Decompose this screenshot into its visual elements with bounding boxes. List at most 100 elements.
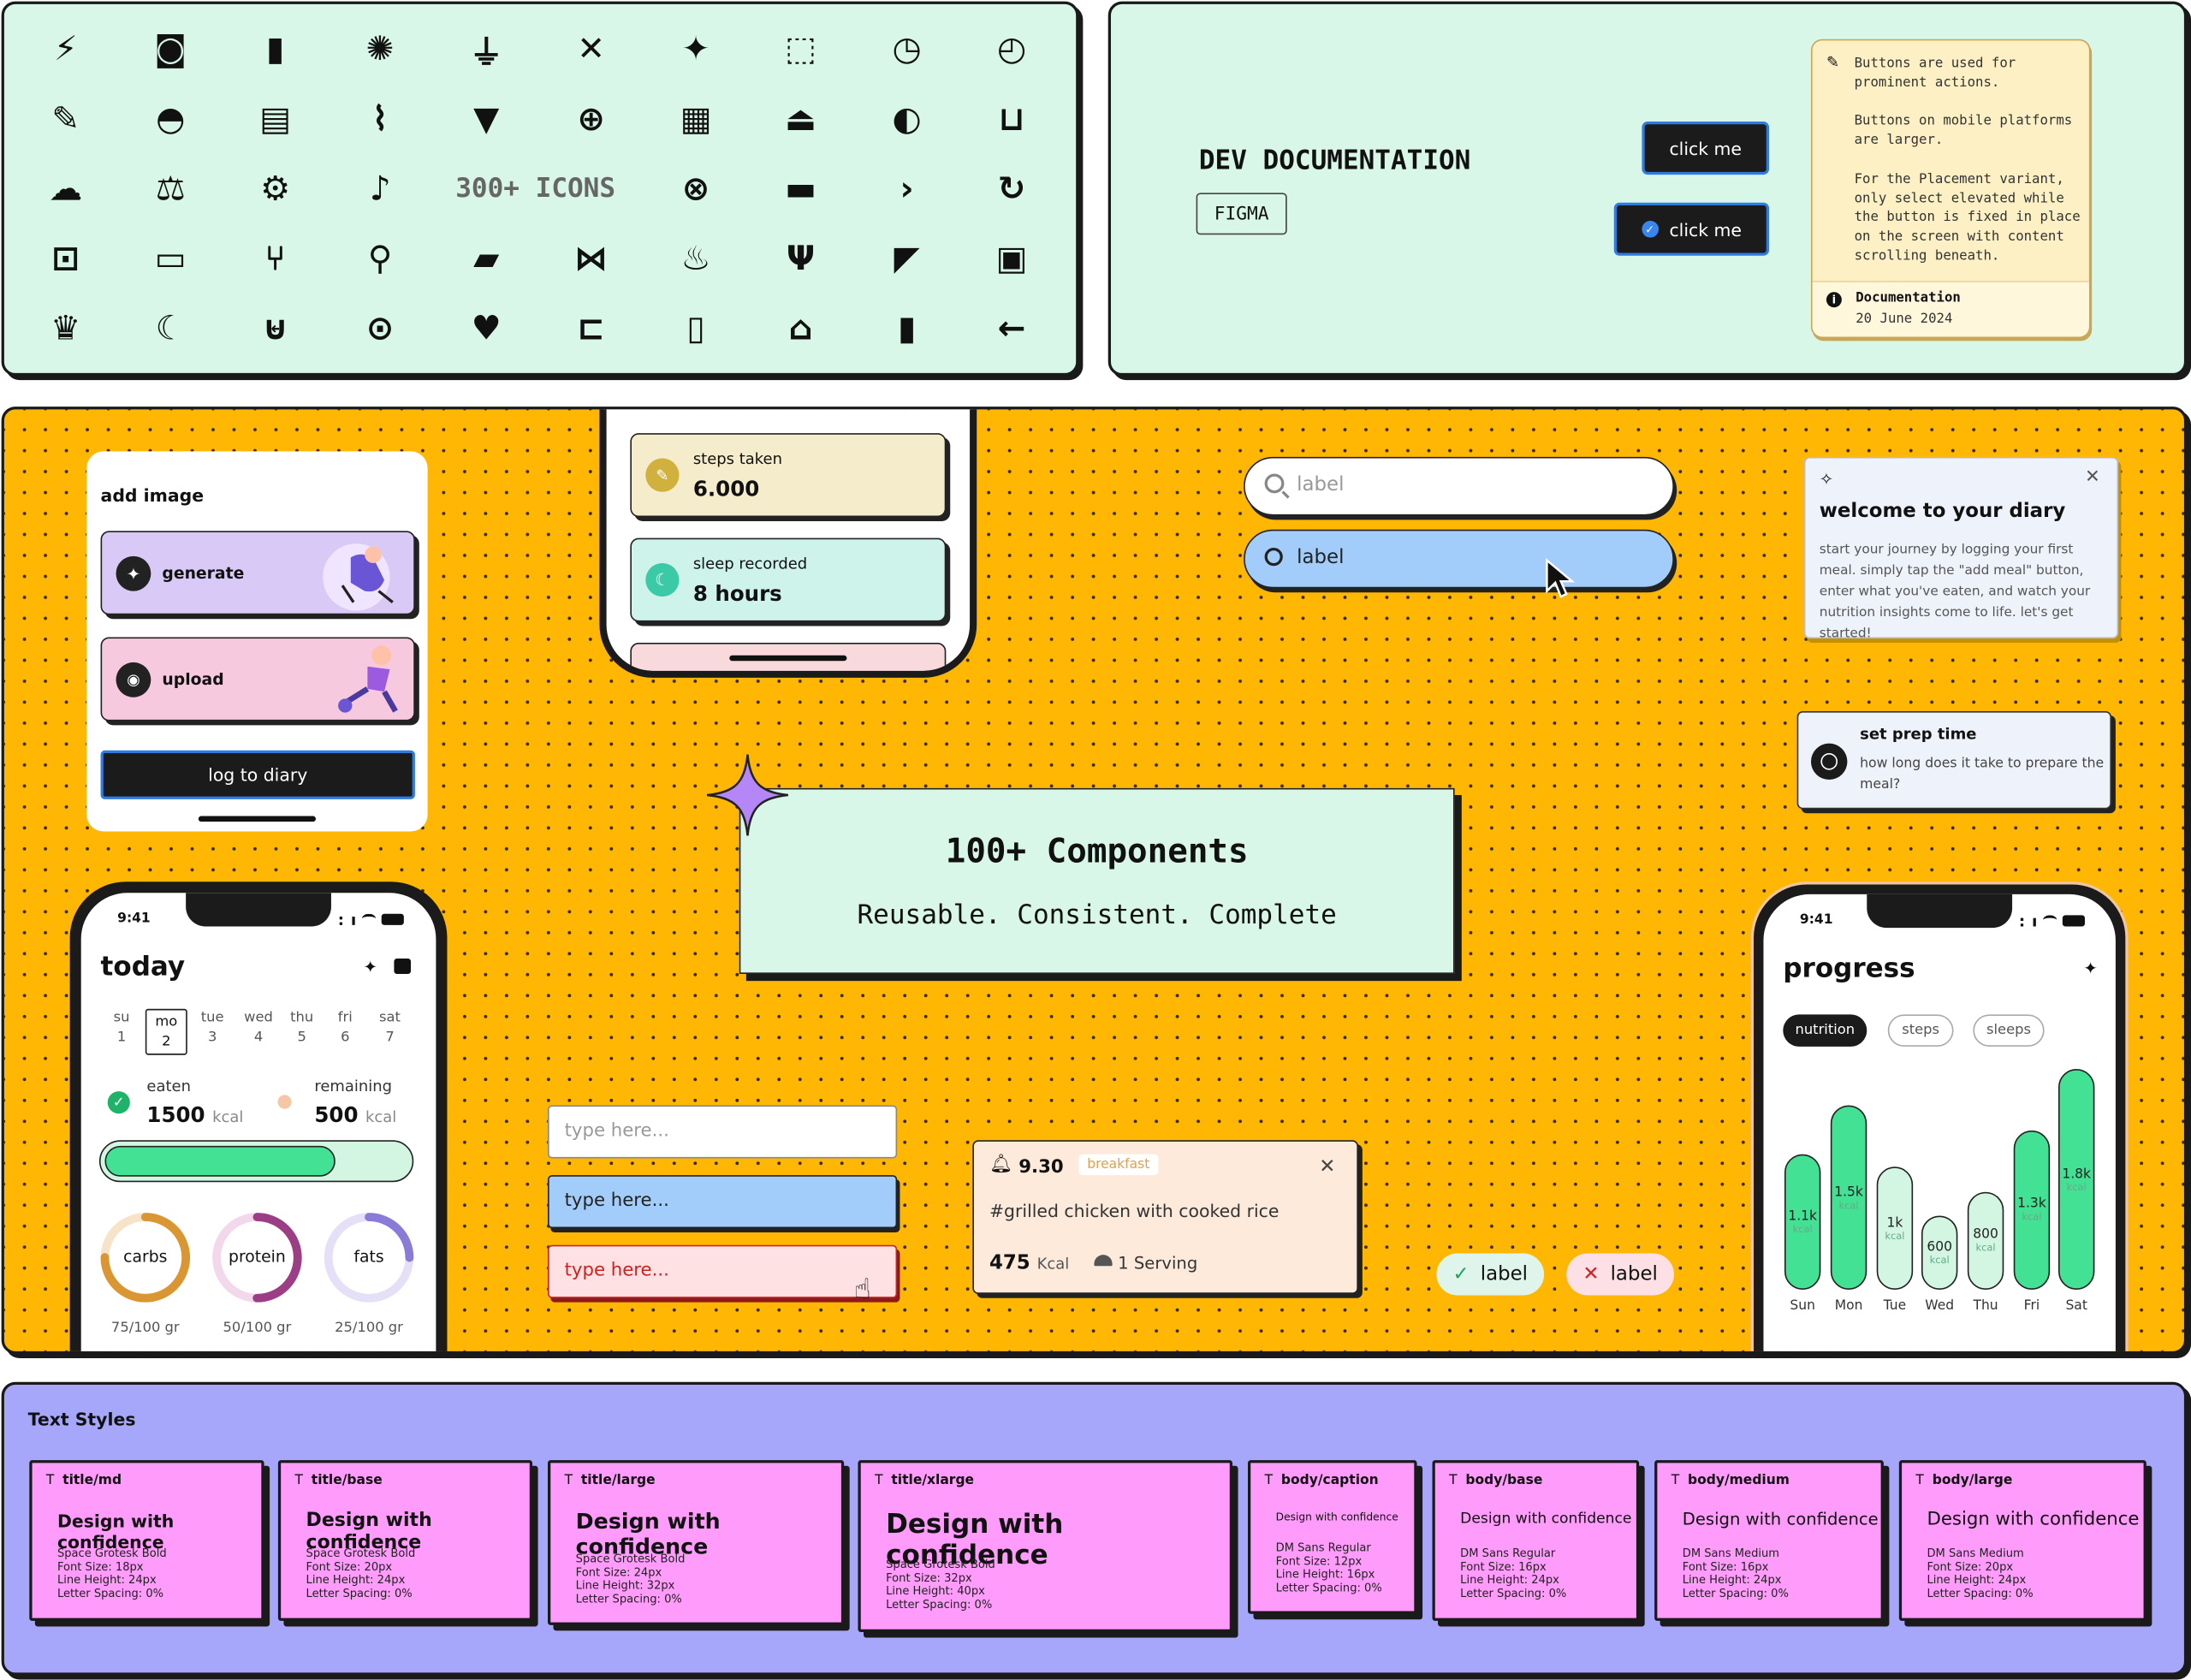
- generate-label: generate: [162, 562, 245, 583]
- positive-chip[interactable]: ✓ label: [1436, 1253, 1545, 1296]
- arrow-left-icon: ←: [997, 308, 1026, 348]
- git-branch-icon: ⑂: [264, 239, 286, 278]
- ruler-icon: ▰: [473, 239, 500, 278]
- home-icon: ⌂: [788, 308, 813, 348]
- meal-kcal: 475 Kcal: [989, 1252, 1069, 1274]
- tab-steps[interactable]: steps: [1887, 1014, 1954, 1047]
- meal-serving: 1 Serving: [1118, 1253, 1198, 1273]
- bookmark-icon: ▮: [265, 29, 285, 69]
- click-me-icon-button[interactable]: ✓ click me: [1613, 202, 1769, 256]
- bar-unit-label: kcal: [1792, 1224, 1813, 1236]
- meal-kcal-value: 475: [989, 1251, 1030, 1275]
- calendar-icon[interactable]: [394, 959, 412, 974]
- text-style-spec: Letter Spacing: 0%: [56, 1586, 164, 1600]
- ring-value: 75/100 gr: [110, 1320, 180, 1336]
- welcome-card: ✧ ✕ welcome to your diary start your jou…: [1803, 456, 2119, 641]
- welcome-title: welcome to your diary: [1819, 500, 2066, 523]
- paperclip-icon: ⌇: [371, 98, 389, 139]
- log-to-diary-label: log to diary: [208, 764, 308, 786]
- close-icon[interactable]: ✕: [1319, 1155, 1336, 1178]
- chip-label: label: [1610, 1262, 1658, 1286]
- chip-label: label: [1480, 1262, 1529, 1286]
- day-number: 5: [297, 1030, 306, 1046]
- book-icon: ▮: [897, 308, 917, 348]
- text-style-spec: DM Sans Medium: [1682, 1546, 1780, 1560]
- bar-value-label: 1.3k: [2017, 1196, 2046, 1213]
- calendar-icon: ▣: [995, 239, 1028, 278]
- text-style-spec: Line Height: 24px: [1682, 1573, 1782, 1587]
- meal-time: 9.30: [1018, 1156, 1064, 1178]
- magic-wand-icon[interactable]: ✦: [2083, 959, 2098, 978]
- text-style-sample: Design with confidence: [1460, 1510, 1632, 1528]
- upload-option[interactable]: ◉ upload: [100, 637, 415, 721]
- note-footer-date: 20 June 2024: [1856, 312, 1953, 328]
- tab-sleeps[interactable]: sleeps: [1973, 1014, 2045, 1047]
- flame-icon: ♨: [680, 239, 711, 278]
- figma-badge: FIGMA: [1196, 193, 1287, 235]
- home-indicator: [198, 816, 316, 822]
- text-style-spec: Letter Spacing: 0%: [1460, 1586, 1567, 1600]
- dumbbell-icon: ⋈: [574, 239, 609, 278]
- tab-nutrition[interactable]: nutrition: [1783, 1014, 1867, 1047]
- search-input-default[interactable]: label: [1244, 456, 1674, 516]
- crown-icon: ♛: [50, 308, 81, 348]
- generate-option[interactable]: ✦ generate: [100, 531, 415, 615]
- note-text: Buttons are used for prominent actions. …: [1855, 55, 2085, 266]
- text-input-default[interactable]: type here...: [548, 1105, 898, 1159]
- globe-x-icon: ⊗: [681, 169, 710, 209]
- coffee-bean-icon: ◐: [892, 98, 922, 139]
- text-input-focused[interactable]: type here...: [548, 1175, 898, 1229]
- ring-label: protein: [229, 1246, 286, 1267]
- close-icon[interactable]: ✕: [2084, 466, 2100, 488]
- text-style-spec: Font Size: 20px: [306, 1559, 393, 1573]
- click-me-button[interactable]: click me: [1642, 122, 1769, 175]
- close-icon: ✕: [577, 29, 606, 69]
- camera-icon: ◉: [116, 662, 151, 698]
- today-title: today: [100, 951, 186, 982]
- prep-time-card[interactable]: set prep time how long does it take to p…: [1796, 711, 2112, 810]
- magic-wand-icon[interactable]: ✦: [363, 957, 377, 977]
- note-footer: i Documentation 20 June 2024: [1812, 281, 2089, 337]
- note-paragraph-1: Buttons are used for prominent actions.: [1854, 56, 2016, 91]
- log-to-diary-button[interactable]: log to diary: [100, 750, 415, 799]
- text-style-spec: Line Height: 24px: [1927, 1573, 2027, 1587]
- bolt-icon: ⚡: [53, 29, 78, 69]
- add-image-title: add image: [100, 484, 205, 507]
- negative-chip[interactable]: ✕ label: [1566, 1253, 1674, 1296]
- home-indicator: [729, 655, 847, 662]
- ring-label: carbs: [123, 1246, 168, 1267]
- text-input-error[interactable]: type here...: [548, 1244, 898, 1298]
- note-paragraph-3: For the Placement variant, only select e…: [1854, 171, 2081, 264]
- hero-title: 100+ Components: [945, 831, 1249, 871]
- heart-pulse-icon: ♥: [471, 308, 502, 348]
- cloche-icon: [1094, 1255, 1113, 1267]
- triangle-down-icon: ▼: [473, 98, 500, 139]
- steps-value: 6.000: [692, 476, 760, 502]
- ring-value: 50/100 gr: [223, 1320, 292, 1336]
- remaining-unit: kcal: [365, 1107, 397, 1126]
- search-input-active[interactable]: label: [1244, 529, 1674, 589]
- bar-value-label: 1.5k: [1834, 1184, 1863, 1200]
- meal-card[interactable]: 🔔︎ 9.30 breakfast ✕ #grilled chicken wit…: [972, 1140, 1358, 1294]
- upload-label: upload: [162, 669, 224, 689]
